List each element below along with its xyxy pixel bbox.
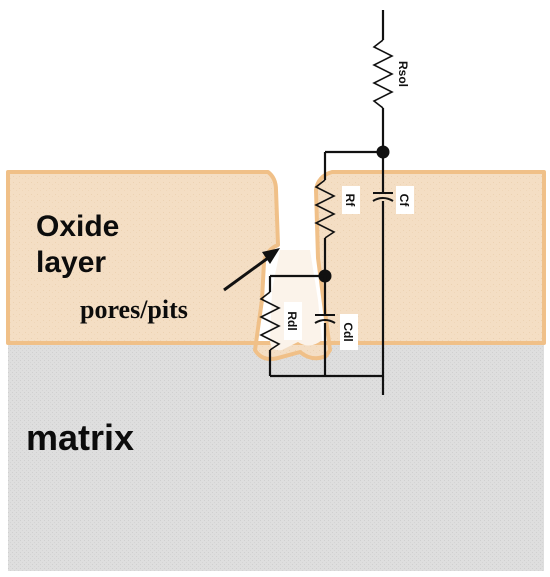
rdl-label-box (284, 302, 302, 340)
rf-label-box (342, 186, 360, 214)
pores-label: pores/pits (80, 295, 188, 324)
pore-arrow-shaft (223, 256, 269, 292)
rsol-resistor (372, 39, 394, 109)
rsol-label: Rsol (396, 61, 410, 87)
rdl-resistor (259, 291, 281, 351)
cf-capacitor (372, 192, 394, 202)
rf-resistor (314, 179, 336, 239)
cdl-label-box (340, 314, 358, 350)
oxide-label-line2: layer (36, 246, 106, 279)
rf-label: Rf (343, 194, 357, 208)
rdl-label: Rdl (285, 311, 299, 330)
rsol-label-box (395, 56, 413, 92)
cdl-capacitor (314, 314, 336, 324)
cf-label-box (396, 186, 414, 214)
cdl-label: Cdl (341, 322, 355, 341)
pore-arrow-head (262, 248, 280, 264)
cf-label: Cf (397, 194, 411, 208)
matrix-label: matrix (26, 417, 134, 458)
matrix-region (8, 343, 544, 571)
oxide-label-line1: Oxide (36, 210, 119, 243)
